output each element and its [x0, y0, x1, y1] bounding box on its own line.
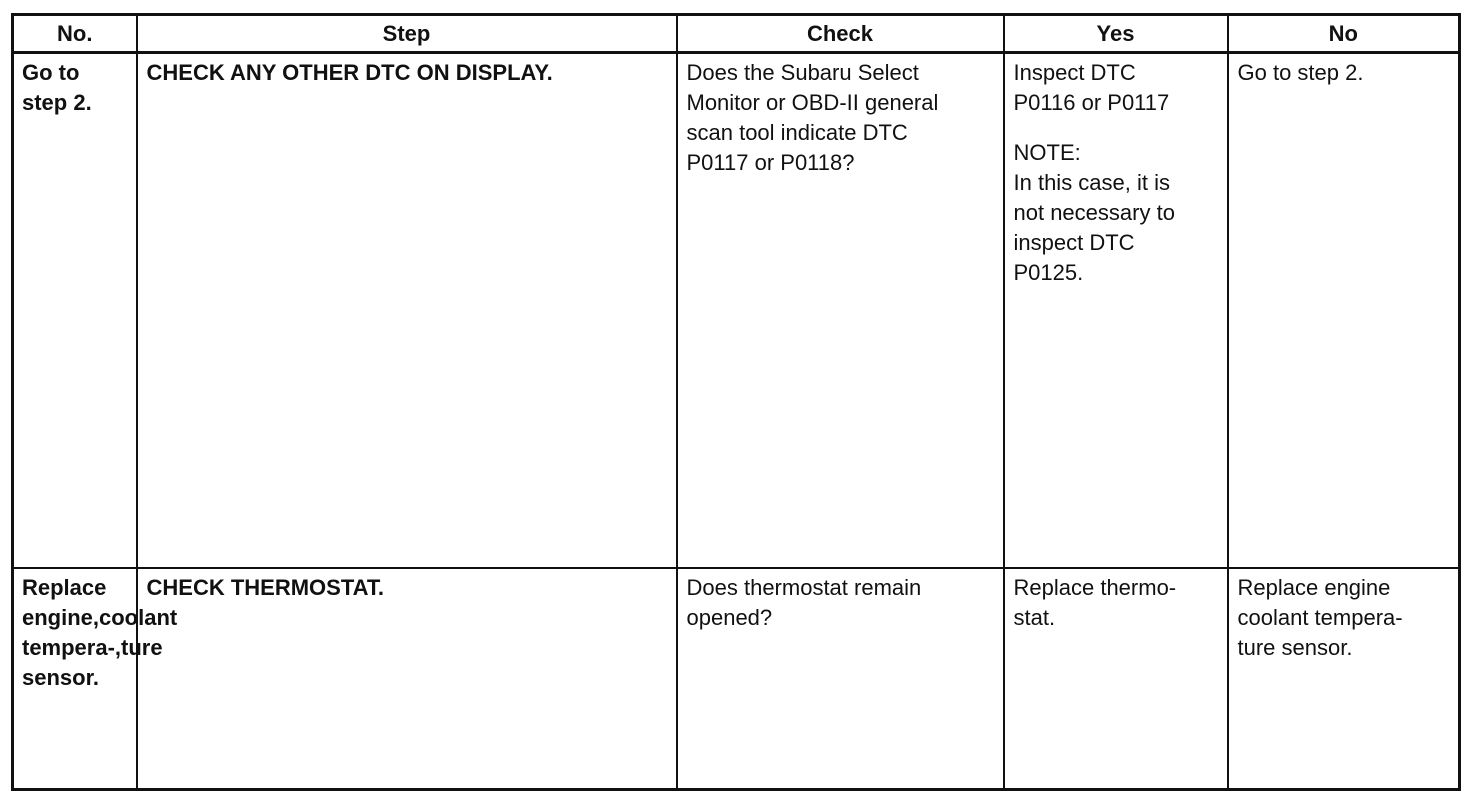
- check-line: Monitor or OBD-II general: [686, 90, 939, 115]
- diagnostic-table: No. Step Check Yes No Go to step 2. CHEC…: [11, 13, 1461, 791]
- yes-line: P0116 or P0117: [1013, 90, 1170, 115]
- note-label: NOTE:: [1013, 140, 1081, 165]
- header-no-result: No: [1226, 13, 1461, 54]
- step-description: CHECK THERMOSTAT.: [135, 566, 678, 791]
- check-question: Does thermostat remain opened?: [675, 566, 1005, 791]
- spacer: [1014, 118, 1219, 138]
- note-line: P0125.: [1013, 260, 1084, 285]
- header-no: No.: [11, 13, 138, 54]
- note-line: not necessary to: [1013, 200, 1175, 225]
- yes-line: Inspect DTC: [1013, 60, 1136, 85]
- table-row: Go to step 2. CHECK ANY OTHER DTC ON DIS…: [11, 51, 1461, 569]
- yes-action: Replace thermo- stat.: [1002, 566, 1229, 791]
- check-line: Does thermostat remain: [686, 574, 922, 600]
- table-row: Replace engine,coolant tempera-,ture sen…: [11, 566, 1461, 791]
- header-check: Check: [675, 13, 1005, 54]
- step-number: Go to step 2.: [11, 51, 138, 569]
- table-header-row: No. Step Check Yes No: [11, 13, 1461, 54]
- check-line: P0117 or P0118?: [686, 150, 855, 175]
- header-yes: Yes: [1002, 13, 1229, 54]
- note-line: In this case, it is: [1013, 170, 1171, 195]
- no-line: coolant tempera-: [1237, 604, 1403, 630]
- note-line: inspect DTC: [1013, 230, 1135, 255]
- no-action: Replace engine coolant tempera- ture sen…: [1226, 566, 1461, 791]
- yes-line: stat.: [1013, 604, 1056, 630]
- yes-action: Inspect DTC P0116 or P0117 NOTE: In this…: [1002, 51, 1229, 569]
- no-line: Replace engine: [1237, 574, 1391, 600]
- step-description: CHECK ANY OTHER DTC ON DISPLAY.: [135, 51, 678, 569]
- check-line: Does the Subaru Select: [686, 60, 919, 85]
- check-question: Does the Subaru Select Monitor or OBD-II…: [675, 51, 1005, 569]
- step-number: Replace engine,coolant tempera-,ture sen…: [11, 566, 177, 791]
- no-line: ture sensor.: [1237, 634, 1353, 660]
- check-line: opened?: [686, 604, 773, 630]
- no-action: Go to step 2.: [1226, 51, 1461, 569]
- header-step: Step: [135, 13, 678, 54]
- yes-line: Replace thermo-: [1013, 574, 1177, 600]
- check-line: scan tool indicate DTC: [686, 120, 908, 145]
